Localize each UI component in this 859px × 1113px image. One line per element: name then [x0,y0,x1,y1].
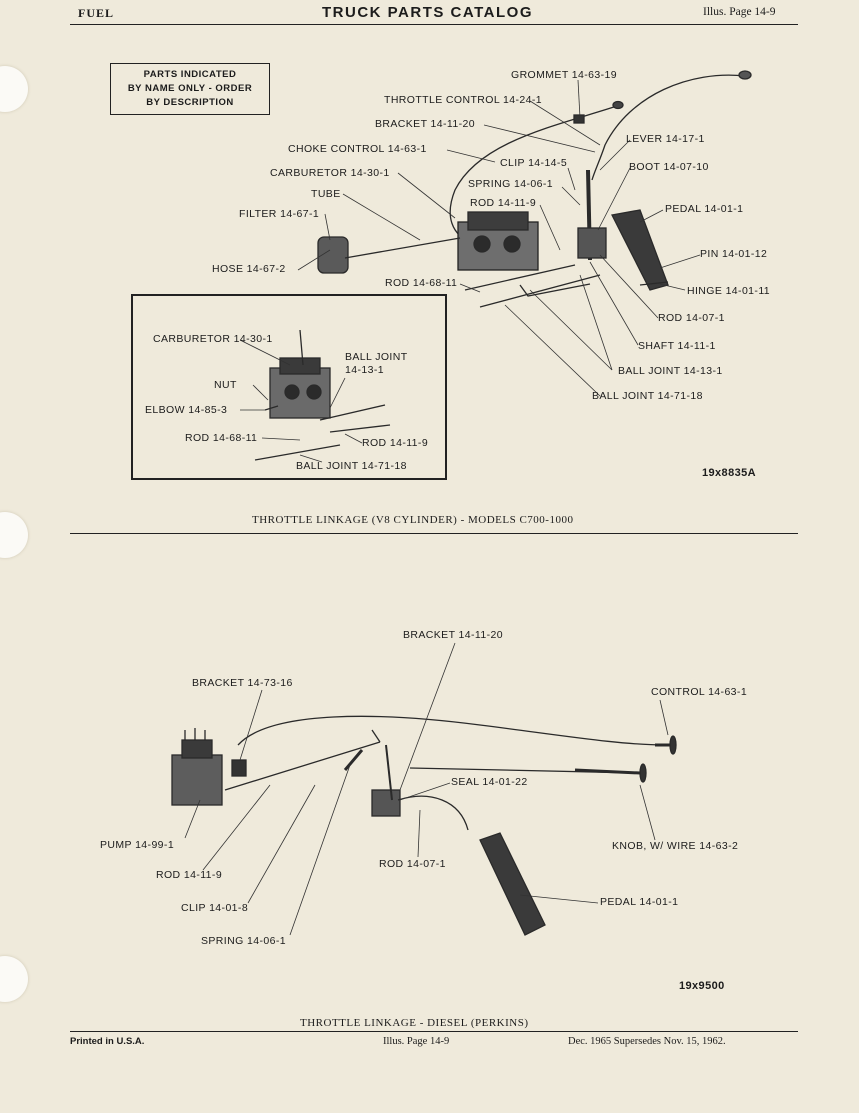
label-choke-control: CHOKE CONTROL 14-63-1 [288,143,427,155]
notice-box: PARTS INDICATED BY NAME ONLY - ORDER BY … [110,63,270,115]
section-label: FUEL [78,6,115,20]
inset-label-carburetor: CARBURETOR 14-30-1 [153,333,273,345]
bottom-caption: THROTTLE LINKAGE - DIESEL (PERKINS) [300,1017,529,1029]
inset-label-ball-joint-a-num: 14-13-1 [345,364,384,376]
notice-line: BY NAME ONLY - ORDER [127,83,253,94]
footer-rule [70,1031,798,1032]
bottom-figure-number: 19x9500 [679,980,725,992]
label-filter: FILTER 14-67-1 [239,208,320,220]
label-rod-11-9: ROD 14-11-9 [156,869,223,881]
label-throttle-control: THROTTLE CONTROL 14-24-1 [384,94,542,106]
inset-label-rod-68-11: ROD 14-68-11 [185,432,258,444]
inset-label-rod-11-9: ROD 14-11-9 [362,437,429,449]
label-spring: SPRING 14-06-1 [468,178,553,190]
top-caption: THROTTLE LINKAGE (V8 CYLINDER) - MODELS … [252,514,574,526]
label-clip: CLIP 14-14-5 [500,157,568,169]
footer-page: Illus. Page 14-9 [383,1036,450,1047]
label-pedal: PEDAL 14-01-1 [665,203,744,215]
inset-label-ball-joint-a: BALL JOINT [345,351,408,363]
inset-label-ball-joint-b: BALL JOINT 14-71-18 [296,460,407,472]
label-hose: HOSE 14-67-2 [212,263,286,275]
inset-label-nut: NUT [214,379,237,391]
label-seal: SEAL 14-01-22 [451,776,528,788]
label-pin: PIN 14-01-12 [700,248,768,260]
divider-rule [70,533,798,534]
header-page-number: Illus. Page 14-9 [703,6,776,18]
label-grommet: GROMMET 14-63-19 [511,69,617,81]
top-figure-number: 19x8835A [702,467,756,479]
label-carburetor: CARBURETOR 14-30-1 [270,167,390,179]
label-rod-11-9: ROD 14-11-9 [470,197,537,209]
footer-date: Dec. 1965 Supersedes Nov. 15, 1962. [568,1036,726,1047]
label-rod-07-1: ROD 14-07-1 [379,858,446,870]
label-clip: CLIP 14-01-8 [181,902,249,914]
label-ball-joint-13: BALL JOINT 14-13-1 [618,365,723,377]
label-ball-joint-71: BALL JOINT 14-71-18 [592,390,703,402]
label-rod-07-1: ROD 14-07-1 [658,312,725,324]
label-bracket: BRACKET 14-11-20 [375,118,475,130]
label-spring: SPRING 14-06-1 [201,935,286,947]
label-knob: KNOB, W/ WIRE 14-63-2 [612,840,739,852]
footer-printed: Printed in U.S.A. [70,1036,145,1047]
label-rod-68-11: ROD 14-68-11 [385,277,458,289]
label-bracket-73-16: BRACKET 14-73-16 [192,677,293,689]
inset-label-elbow: ELBOW 14-85-3 [145,404,228,416]
label-control: CONTROL 14-63-1 [651,686,748,698]
label-hinge: HINGE 14-01-11 [687,285,771,297]
label-boot: BOOT 14-07-10 [629,161,709,173]
label-pedal: PEDAL 14-01-1 [600,896,679,908]
label-tube: TUBE [311,188,341,200]
label-bracket-11-20: BRACKET 14-11-20 [403,629,503,641]
notice-line: BY DESCRIPTION [146,97,234,108]
label-pump: PUMP 14-99-1 [100,839,175,851]
label-shaft: SHAFT 14-11-1 [638,340,716,352]
header-rule [70,24,798,25]
label-lever: LEVER 14-17-1 [626,133,705,145]
notice-line: PARTS INDICATED [143,69,237,80]
inset-box [131,294,447,480]
catalog-title: TRUCK PARTS CATALOG [322,4,533,21]
